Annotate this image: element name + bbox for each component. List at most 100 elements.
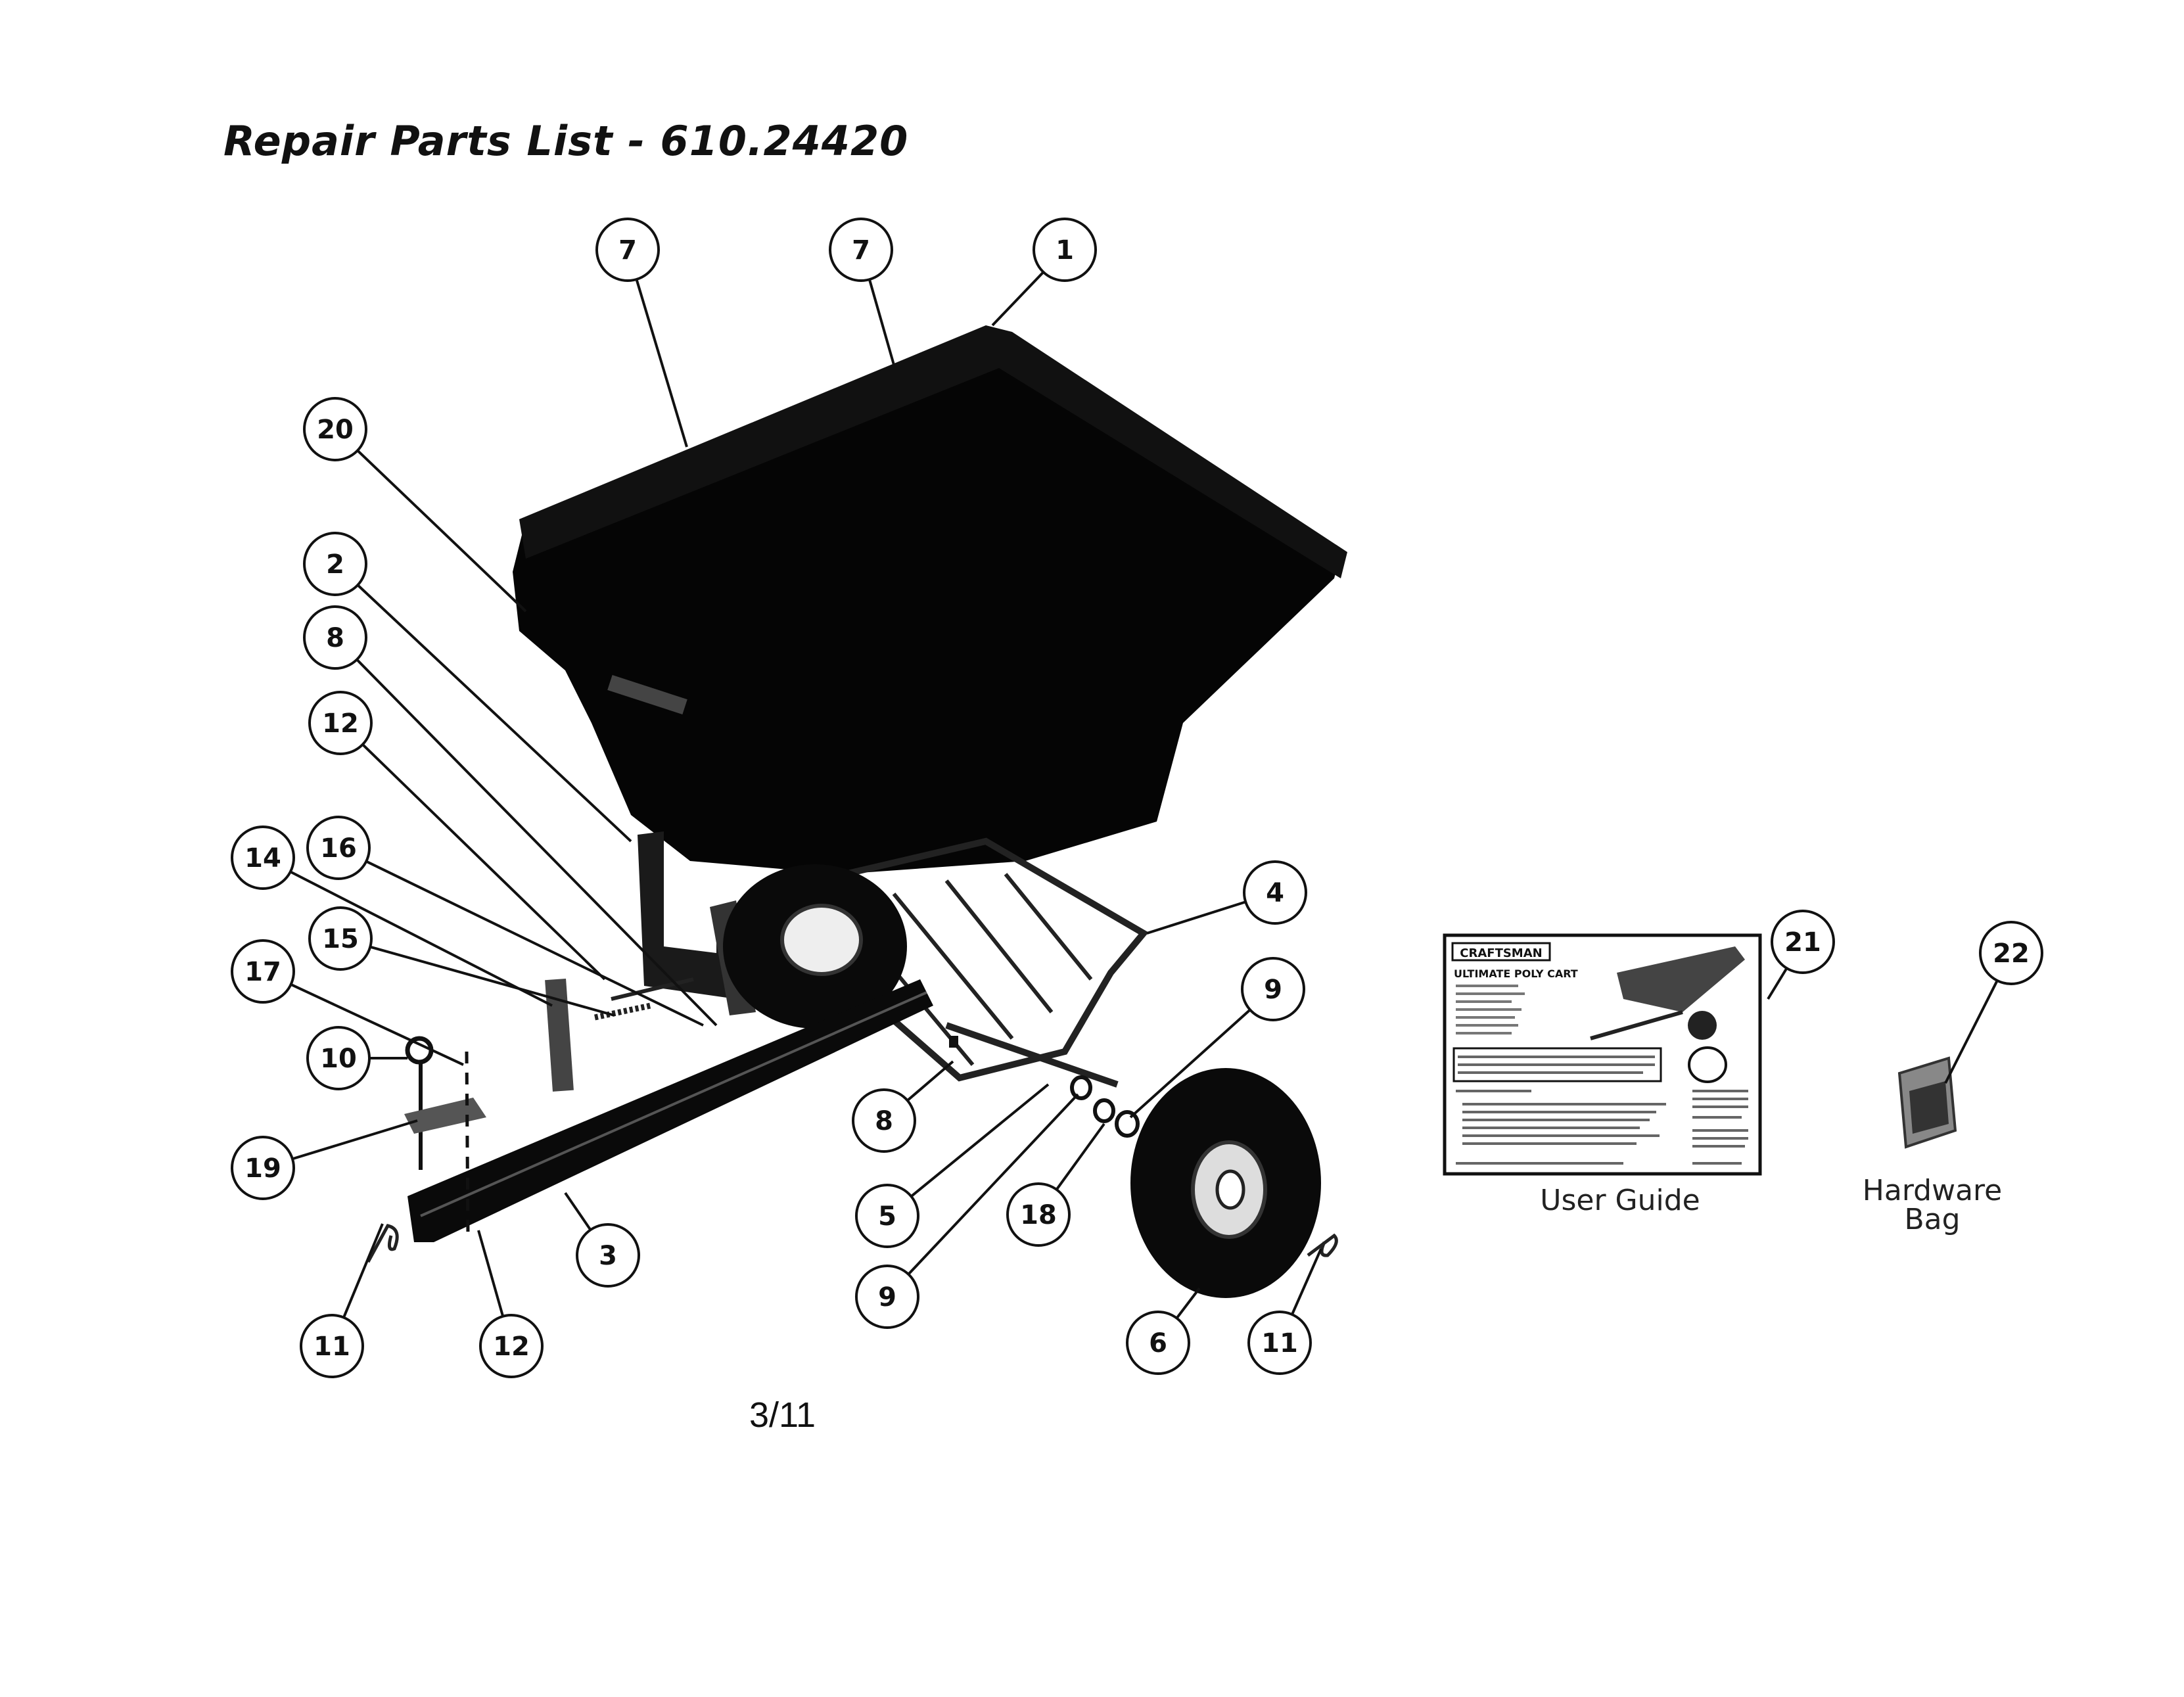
callout-circle [231, 939, 295, 1004]
bar-edge [420, 991, 927, 1217]
callout-number: 7 [618, 235, 637, 266]
guide-cart-image [1617, 946, 1745, 1012]
hardware-bag-icon [1897, 1056, 1957, 1149]
callout-circle [1126, 1311, 1190, 1375]
guide-lines [1456, 985, 1525, 1034]
callout-2: 2 [303, 532, 367, 596]
leader-line [342, 1223, 384, 1318]
callout-circle [306, 816, 371, 880]
outer-hub-center [1215, 1169, 1245, 1210]
bushing [1093, 1098, 1115, 1123]
guide-body-lines [1456, 1090, 1748, 1165]
callout-3: 3 [576, 1223, 640, 1288]
callout-circle [231, 825, 295, 890]
callout-number: 3 [599, 1241, 617, 1271]
callout-circle [595, 218, 660, 282]
leader-line [1055, 1123, 1105, 1191]
leader-line [1291, 1248, 1322, 1315]
hair-pin-left [366, 1224, 399, 1263]
guide-cart-wheel [1688, 1011, 1717, 1040]
leader-line [564, 1192, 592, 1231]
callout-number: 18 [1020, 1200, 1057, 1230]
hitch-plate [404, 1098, 486, 1134]
callout-circle [306, 1026, 371, 1090]
callout-circle [231, 1136, 295, 1200]
callout-circle [855, 1184, 919, 1248]
callout-number: 20 [317, 415, 354, 445]
callout-17: 17 [231, 939, 295, 1004]
callout-14: 14 [231, 825, 295, 890]
latch-handle [545, 979, 574, 1092]
axle-shaft [945, 1022, 1119, 1088]
callout-number: 1 [1056, 235, 1074, 266]
leader-line [290, 983, 464, 1066]
callout-circle [829, 218, 893, 282]
hitch-bolt-dash [465, 1051, 470, 1236]
guide-warning-lines [1458, 1056, 1655, 1074]
leader-line [356, 659, 718, 1027]
callout-circle [300, 1314, 364, 1378]
tongue-bar [407, 979, 933, 1242]
callout-number: 14 [244, 843, 281, 873]
frame-rib [1004, 873, 1093, 981]
guide-cart-tongue [1590, 1010, 1683, 1040]
callout-number: 2 [326, 549, 344, 580]
callout-circle [303, 397, 367, 461]
guide-seal [1688, 1046, 1727, 1083]
callout-9: 9 [1241, 957, 1305, 1021]
callout-7: 7 [829, 218, 893, 282]
bag-contents [1909, 1081, 1949, 1134]
page-title: Repair Parts List - 610.24420 [223, 117, 909, 165]
washer-outer [1115, 1110, 1140, 1138]
callout-15: 15 [308, 906, 373, 971]
bracket [638, 831, 736, 999]
callout-circle [308, 691, 373, 755]
callout-8: 8 [852, 1088, 916, 1153]
callout-number: 7 [852, 235, 870, 266]
callout-10: 10 [306, 1026, 371, 1090]
leader-line [635, 279, 688, 448]
hitch-pin-loop [405, 1036, 434, 1065]
user-guide-caption: User Guide [1540, 1184, 1700, 1217]
frame-rib [944, 879, 1054, 1013]
tub-badge [607, 675, 687, 714]
leader-line [1146, 900, 1246, 935]
leader-line [991, 271, 1044, 327]
callout-circle [1241, 957, 1305, 1021]
guide-heading: ULTIMATE POLY CART [1454, 967, 1578, 980]
callout-circle [303, 605, 367, 670]
callout-number: 4 [1266, 878, 1284, 908]
leader-lines [289, 271, 1999, 1319]
callout-number: 11 [1261, 1328, 1298, 1359]
callout-number: 22 [1993, 939, 2030, 969]
callout-12: 12 [308, 691, 373, 755]
leader-line [365, 860, 704, 1027]
callout-7: 7 [595, 218, 660, 282]
inner-wheel [723, 864, 907, 1029]
callout-number: 5 [878, 1201, 896, 1232]
callout-number: 17 [244, 957, 281, 987]
washer [1070, 1075, 1092, 1100]
user-guide-booklet: CRAFTSMAN ULTIMATE POLY CART [1443, 933, 1762, 1176]
callout-19: 19 [231, 1136, 295, 1200]
callout-8: 8 [303, 605, 367, 670]
leader-line [907, 1093, 1079, 1276]
callout-circle [303, 532, 367, 596]
callout-number: 8 [875, 1106, 893, 1136]
spring [594, 1002, 651, 1021]
callout-number: 10 [320, 1044, 357, 1074]
callout-11: 11 [1247, 1311, 1312, 1375]
callout-6: 6 [1126, 1311, 1190, 1375]
hardware-bag-caption-line1: Hardware [1862, 1174, 2003, 1207]
frame-rib [892, 893, 1014, 1040]
cart-tub [513, 325, 1347, 874]
callout-circle [479, 1314, 544, 1378]
leader-line [1175, 1287, 1201, 1319]
leader-line [292, 1119, 418, 1161]
callout-number: 21 [1784, 927, 1821, 958]
callout-number: 9 [878, 1282, 896, 1313]
callout-20: 20 [303, 397, 367, 461]
